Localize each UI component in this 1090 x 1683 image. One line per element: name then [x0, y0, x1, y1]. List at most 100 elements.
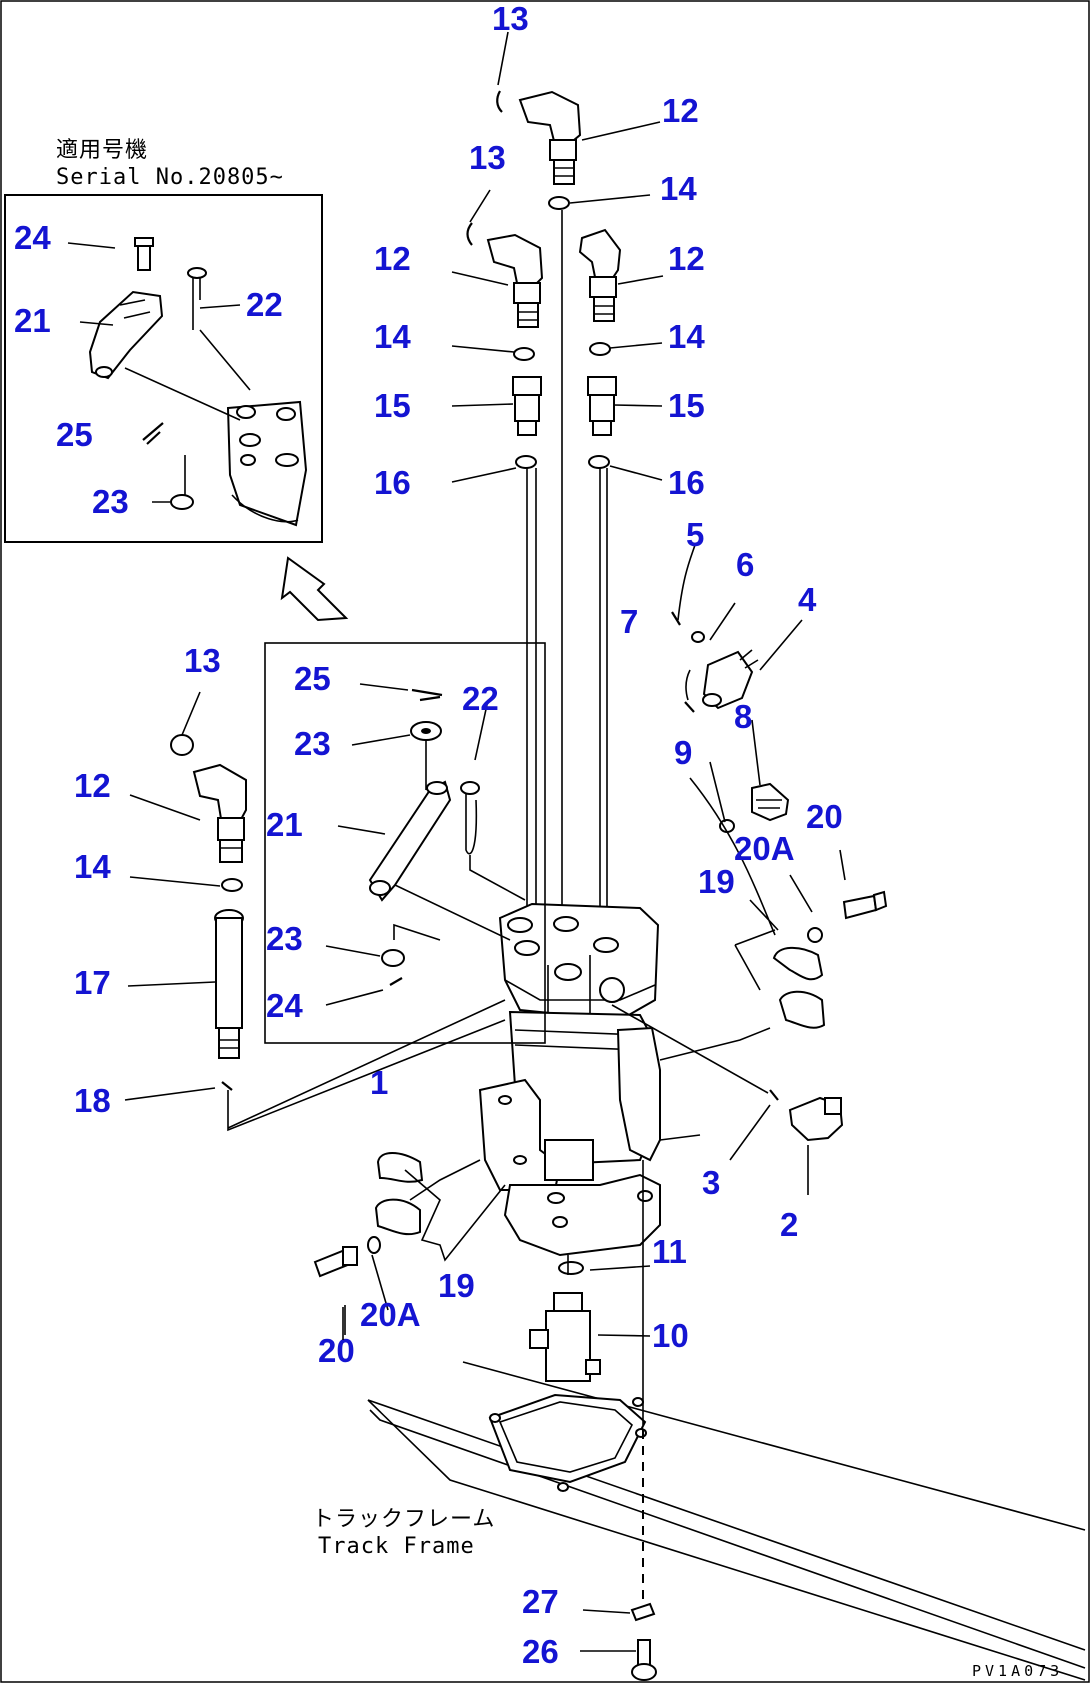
inset-pin-22 — [187, 267, 207, 330]
callout-11: 11 — [652, 1233, 687, 1270]
callout-13: 13 — [469, 139, 506, 176]
right-fitting-group — [611, 1004, 844, 1195]
clamp-19-upper — [772, 946, 824, 981]
bolt-26 — [631, 1639, 657, 1681]
callout-24: 24 — [266, 987, 303, 1024]
left-lever-group — [264, 642, 546, 1044]
lever-group-bracket — [264, 642, 546, 1044]
callout-1: 1 — [370, 1064, 388, 1101]
left-tube-group — [124, 691, 506, 1132]
elbow-12-right — [578, 228, 622, 322]
callout-20A: 20A — [360, 1296, 421, 1333]
washer-20A-right — [807, 927, 823, 943]
callout-12: 12 — [374, 240, 411, 277]
callout-27: 27 — [522, 1583, 559, 1620]
o-ring-16-right — [588, 455, 610, 469]
o-ring-11 — [558, 1261, 584, 1275]
callout-20: 20 — [806, 798, 843, 835]
callout-14: 14 — [668, 318, 705, 355]
callout-14: 14 — [74, 848, 111, 885]
inset-serial-group: 適用号機 Serial No.20805~ — [4, 138, 323, 543]
callout-23: 23 — [266, 920, 303, 957]
ring-7 — [684, 701, 695, 713]
elbow-12-left — [486, 233, 544, 328]
callout-6: 6 — [736, 546, 754, 583]
tube-17 — [214, 909, 244, 1059]
valve-8 — [751, 782, 790, 822]
alignment-line-right — [611, 1004, 769, 1094]
callout-20A: 20A — [734, 830, 795, 867]
callout-19: 19 — [698, 863, 735, 900]
callout-17: 17 — [74, 964, 111, 1001]
bolt-24 — [389, 977, 403, 986]
adapter-15-right — [587, 376, 617, 436]
bottom-fittings-group — [529, 1255, 651, 1382]
washer-27 — [630, 1602, 656, 1622]
o-ring-14-top — [548, 196, 570, 210]
callout-15: 15 — [374, 387, 411, 424]
callout-14: 14 — [660, 170, 697, 207]
callout-13: 13 — [492, 0, 529, 37]
callout-21: 21 — [266, 806, 303, 843]
washer-23-bottom — [381, 949, 405, 967]
inset-bolt-24 — [134, 237, 154, 271]
track-frame-caption-ja: トラックフレーム — [312, 1507, 495, 1532]
bolt-20-right — [842, 890, 888, 920]
callout-9: 9 — [674, 734, 692, 771]
callout-5: 5 — [686, 516, 704, 553]
callout-24: 24 — [14, 219, 51, 256]
callout-21: 21 — [14, 302, 51, 339]
callout-labels: 13 12 13 14 12 12 14 14 15 15 16 16 24 2… — [14, 0, 843, 1670]
inset-block — [226, 400, 308, 527]
o-ring-3 — [769, 1089, 779, 1101]
switch-group — [671, 544, 803, 833]
track-frame-opening — [488, 1393, 647, 1484]
callout-22: 22 — [462, 680, 499, 717]
o-ring-14-right — [589, 342, 611, 356]
o-ring-18 — [221, 1081, 233, 1091]
inset-caption-ja: 適用号機 — [56, 138, 148, 163]
drawing-code: PV1A073 — [972, 1662, 1063, 1680]
callout-12: 12 — [662, 92, 699, 129]
elbow-12-top — [518, 90, 582, 185]
callout-2: 2 — [780, 1206, 798, 1243]
callout-19: 19 — [438, 1267, 475, 1304]
elbow-12-lower — [192, 763, 247, 863]
callout-25: 25 — [294, 660, 331, 697]
fitting-2 — [788, 1096, 844, 1142]
inset-split-pin-25 — [142, 422, 164, 445]
track-frame: トラックフレーム Track Frame — [312, 1361, 1086, 1681]
callout-3: 3 — [702, 1164, 720, 1201]
fitting-10 — [529, 1292, 601, 1382]
o-ring-13-left — [466, 222, 473, 246]
inset-washer-23 — [170, 494, 194, 510]
o-ring-13-top — [496, 90, 503, 113]
split-pin-25 — [411, 688, 443, 702]
callout-14: 14 — [374, 318, 411, 355]
nut-6 — [691, 631, 705, 643]
inset-frame — [4, 194, 323, 543]
clamp-19-lower-left-a — [376, 1152, 424, 1183]
o-ring-16-left — [515, 455, 537, 469]
clamp-19-lower — [778, 990, 826, 1029]
swivel-base — [503, 1173, 661, 1257]
o-ring-14-left — [513, 347, 535, 361]
inset-reference-arrow — [280, 556, 349, 622]
o-ring-14-lower — [221, 878, 243, 892]
callout-8: 8 — [734, 698, 752, 735]
o-ring-13-lower — [170, 734, 194, 756]
callout-12: 12 — [74, 767, 111, 804]
callout-26: 26 — [522, 1633, 559, 1670]
top-fittings-group — [451, 31, 664, 483]
callout-16: 16 — [668, 464, 705, 501]
wire-5 — [677, 544, 696, 621]
callout-12: 12 — [668, 240, 705, 277]
alignment-lines-top — [526, 210, 608, 915]
callout-23: 23 — [294, 725, 331, 762]
o-ring-5 — [671, 611, 681, 626]
washer-20A-lower — [367, 1236, 381, 1254]
callout-10: 10 — [652, 1317, 689, 1354]
lower-clamp-group — [313, 1152, 506, 1335]
